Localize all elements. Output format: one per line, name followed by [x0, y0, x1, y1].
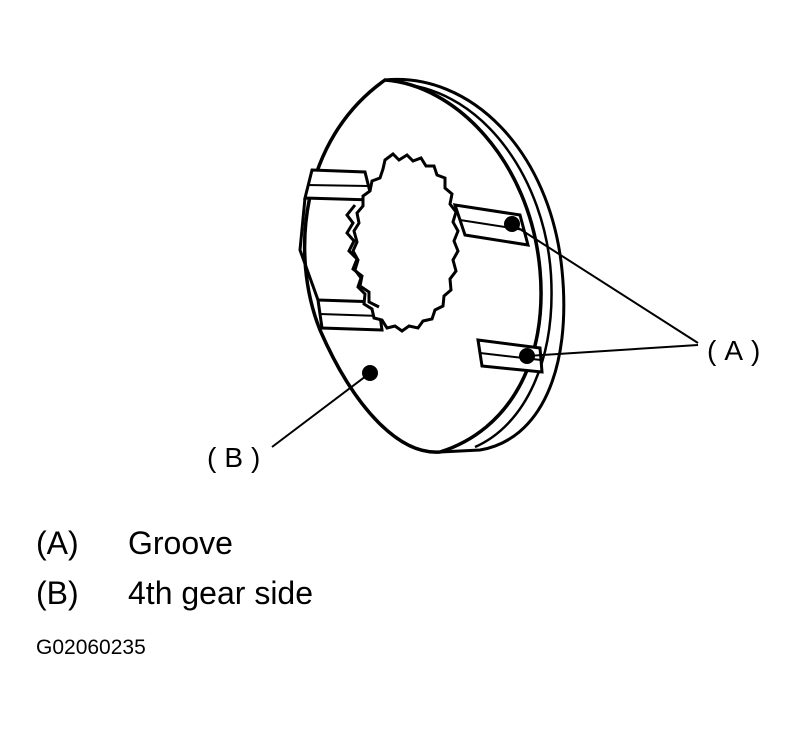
ring-rim-line [401, 82, 553, 449]
legend-item-groove: (A) Groove [36, 518, 313, 568]
callout-a-label: (A) [707, 335, 768, 366]
legend-key: (A) [36, 525, 79, 561]
callout-b-label: (B) [207, 442, 268, 473]
inner-spline-shadow [345, 204, 380, 309]
legend-key: (B) [36, 575, 79, 611]
leader-a-lower [526, 344, 699, 357]
inner-spline-bore [351, 152, 460, 333]
legend-text: Groove [128, 525, 233, 561]
leader-a-upper [511, 223, 699, 344]
figure-code: G02060235 [36, 636, 146, 659]
leader-b [271, 372, 371, 448]
legend-item-4th-gear-side: (B) 4th gear side [36, 568, 313, 618]
ring-left-flat [298, 197, 320, 301]
legend: (A) Groove (B) 4th gear side [36, 518, 313, 618]
legend-text: 4th gear side [128, 575, 314, 611]
